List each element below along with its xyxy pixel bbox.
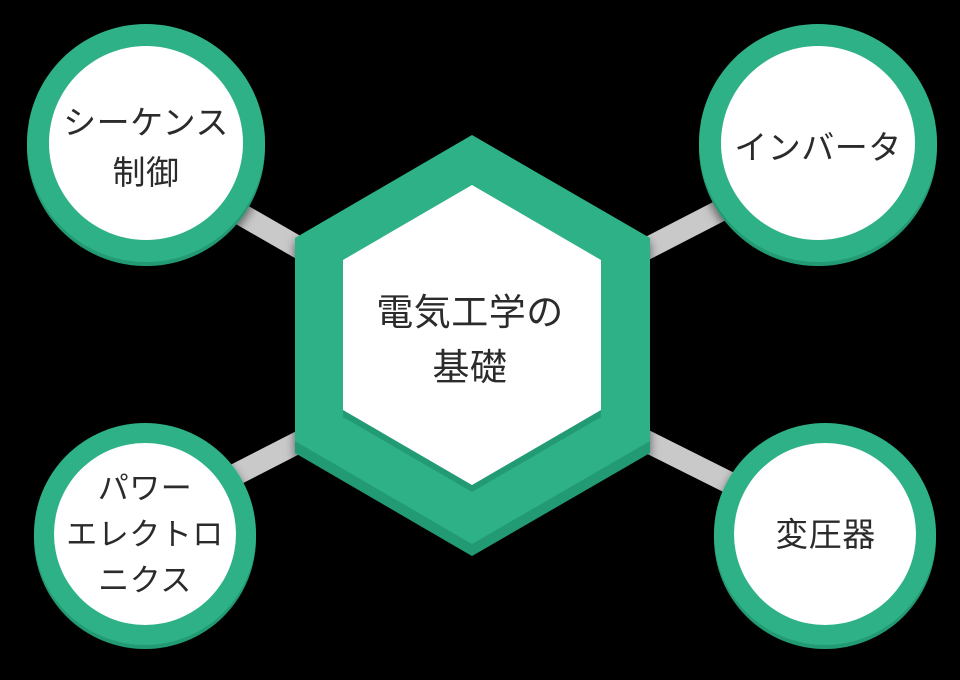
node-power-electronics-fill bbox=[54, 443, 236, 625]
node-power-electronics[interactable] bbox=[34, 423, 256, 649]
node-inverter[interactable] bbox=[699, 24, 937, 266]
node-center[interactable] bbox=[295, 135, 650, 556]
node-sequence-control-fill bbox=[49, 46, 243, 240]
node-inverter-fill bbox=[721, 46, 915, 240]
node-sequence-control[interactable] bbox=[27, 24, 265, 266]
center-hexagon-fill bbox=[343, 185, 601, 485]
node-transformer-fill bbox=[734, 443, 916, 625]
node-transformer[interactable] bbox=[714, 423, 936, 649]
